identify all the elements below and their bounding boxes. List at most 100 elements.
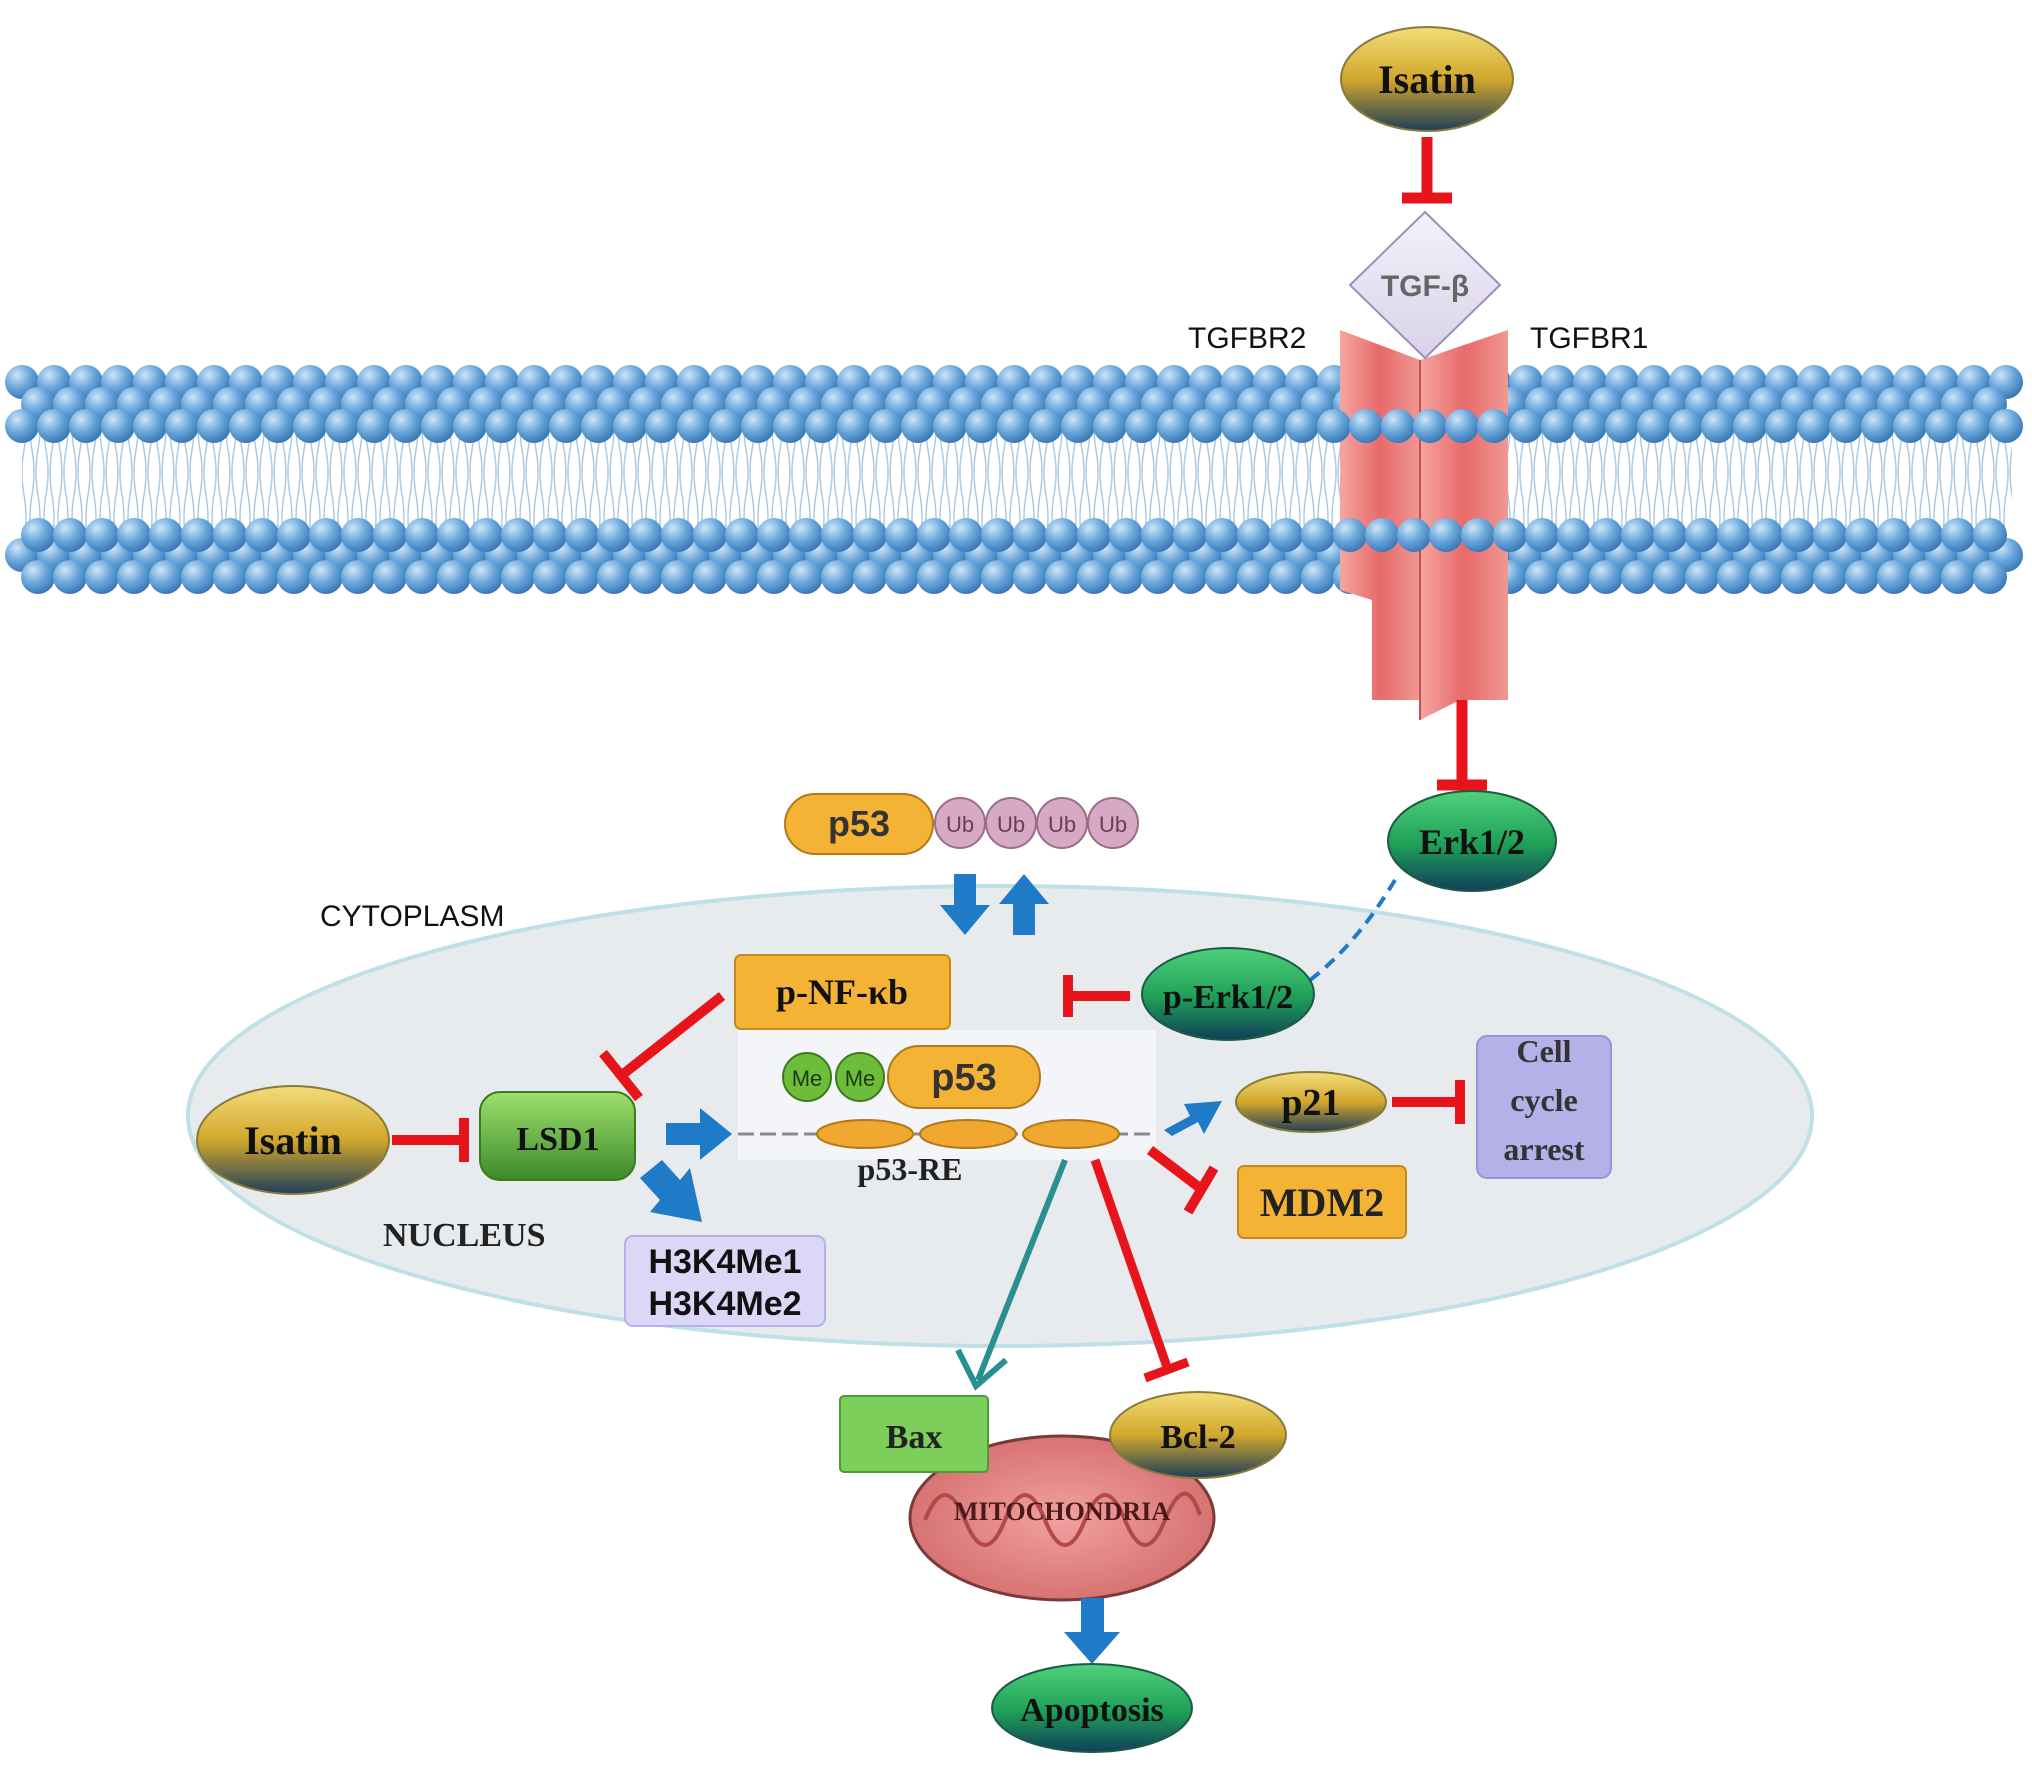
p53-nuclear-node bbox=[887, 1045, 1041, 1109]
lipid-head bbox=[1909, 518, 1943, 552]
p-erk12-node: p-Erk1/2 bbox=[1141, 947, 1315, 1041]
lipid-head bbox=[1653, 518, 1687, 552]
lipid-head bbox=[837, 409, 871, 443]
lsd1-to-p53-arrow bbox=[666, 1108, 732, 1160]
lipid-head bbox=[709, 409, 743, 443]
lipid-head bbox=[629, 560, 663, 594]
lipid-head bbox=[533, 518, 567, 552]
lipid-head bbox=[1237, 560, 1271, 594]
cell-cycle-label-1: Cell bbox=[1516, 1033, 1571, 1069]
lipid-head bbox=[949, 518, 983, 552]
lipid-head bbox=[1733, 409, 1767, 443]
membrane-front bbox=[5, 409, 2023, 552]
lipid-head bbox=[933, 409, 967, 443]
p53-ubiquitin-complex: p53 Ub Ub Ub Ub bbox=[784, 793, 1139, 855]
mdm2-label: MDM2 bbox=[1260, 1180, 1384, 1225]
lipid-head bbox=[501, 560, 535, 594]
lipid-head bbox=[869, 409, 903, 443]
tgfbr2-body bbox=[1340, 330, 1420, 700]
bcl2-label: Bcl-2 bbox=[1160, 1419, 1236, 1456]
lipid-head bbox=[389, 409, 423, 443]
lipid-head bbox=[1797, 409, 1831, 443]
lipid-head bbox=[1653, 560, 1687, 594]
lipid-head bbox=[1669, 409, 1703, 443]
lipid-head bbox=[453, 409, 487, 443]
lipid-head bbox=[213, 518, 247, 552]
lipid-head bbox=[853, 560, 887, 594]
lipid-head bbox=[725, 518, 759, 552]
lipid-head bbox=[1413, 409, 1447, 443]
lipid-head bbox=[357, 409, 391, 443]
mitochondria-to-apoptosis-arrow bbox=[1064, 1598, 1120, 1664]
lipid-head bbox=[949, 560, 983, 594]
ubiquitin-chain: Ub Ub Ub Ub bbox=[934, 797, 1139, 849]
lipid-head bbox=[1477, 409, 1511, 443]
methyl-group-2 bbox=[835, 1052, 885, 1102]
lipid-head bbox=[549, 409, 583, 443]
me-label-2: Me bbox=[845, 1066, 876, 1091]
lipid-head bbox=[277, 560, 311, 594]
lipid-head bbox=[5, 409, 39, 443]
lipid-head bbox=[1045, 560, 1079, 594]
lipid-head bbox=[1429, 518, 1463, 552]
lipid-head bbox=[245, 518, 279, 552]
lipid-head bbox=[1493, 518, 1527, 552]
lipid-head bbox=[501, 518, 535, 552]
lipid-head bbox=[181, 518, 215, 552]
lipid-head bbox=[1845, 518, 1879, 552]
re-site-2 bbox=[919, 1119, 1017, 1149]
ub-label-1: Ub bbox=[946, 812, 974, 837]
cell-cycle-label-2: cycle bbox=[1510, 1082, 1578, 1118]
lipid-head bbox=[821, 560, 855, 594]
nfkb-inhibits-lsd1-arrow bbox=[599, 992, 726, 1102]
nucleus-label: NUCLEUS bbox=[383, 1217, 545, 1254]
lipid-head bbox=[373, 560, 407, 594]
lipid-head bbox=[1157, 409, 1191, 443]
lipid-head bbox=[1077, 560, 1111, 594]
lipid-head bbox=[1589, 518, 1623, 552]
lipid-head bbox=[1093, 409, 1127, 443]
lsd1-label: LSD1 bbox=[516, 1121, 599, 1158]
p21-inhibits-cell-cycle-arrow bbox=[1392, 1080, 1465, 1124]
p53-nuclear-label: p53 bbox=[931, 1057, 996, 1099]
lipid-head bbox=[181, 560, 215, 594]
lipid-head bbox=[741, 409, 775, 443]
isatin-left-label: Isatin bbox=[244, 1118, 342, 1163]
lipid-head bbox=[1717, 518, 1751, 552]
mitochondria-label: MITOCHONDRIA bbox=[954, 1497, 1170, 1526]
lipid-head bbox=[1333, 518, 1367, 552]
lipid-head bbox=[53, 560, 87, 594]
lsd1-node: LSD1 bbox=[479, 1091, 636, 1181]
p21-label: p21 bbox=[1281, 1082, 1340, 1124]
lipid-head bbox=[1973, 560, 2007, 594]
p53-cyto-label: p53 bbox=[828, 803, 890, 844]
methyl-group-1 bbox=[782, 1052, 832, 1102]
lipid-head bbox=[1061, 409, 1095, 443]
lipid-head bbox=[1269, 560, 1303, 594]
lipid-head bbox=[1877, 518, 1911, 552]
lipid-head bbox=[997, 409, 1031, 443]
p-nfkb-node: p-NF-κb bbox=[734, 954, 951, 1030]
lipid-head bbox=[1541, 409, 1575, 443]
lipid-head bbox=[565, 560, 599, 594]
erk12-label: Erk1/2 bbox=[1419, 822, 1525, 862]
p53-shuttle-arrows bbox=[940, 874, 1049, 935]
apoptosis-node: Apoptosis bbox=[991, 1663, 1193, 1753]
lipid-head bbox=[789, 518, 823, 552]
lipid-head bbox=[1173, 518, 1207, 552]
lipid-head bbox=[85, 518, 119, 552]
mdm2-node: MDM2 bbox=[1237, 1165, 1407, 1239]
lipid-head bbox=[325, 409, 359, 443]
lipid-head bbox=[149, 518, 183, 552]
lipid-head bbox=[1109, 518, 1143, 552]
lipid-head bbox=[645, 409, 679, 443]
lipid-head bbox=[1621, 560, 1655, 594]
ub-label-3: Ub bbox=[1048, 812, 1076, 837]
lipid-head bbox=[1573, 409, 1607, 443]
lipid-head bbox=[21, 560, 55, 594]
lipid-head bbox=[69, 409, 103, 443]
bax-label: Bax bbox=[886, 1419, 943, 1456]
tgf-beta-ligand bbox=[1348, 210, 1502, 360]
lipid-head bbox=[1445, 409, 1479, 443]
lipid-head bbox=[309, 518, 343, 552]
